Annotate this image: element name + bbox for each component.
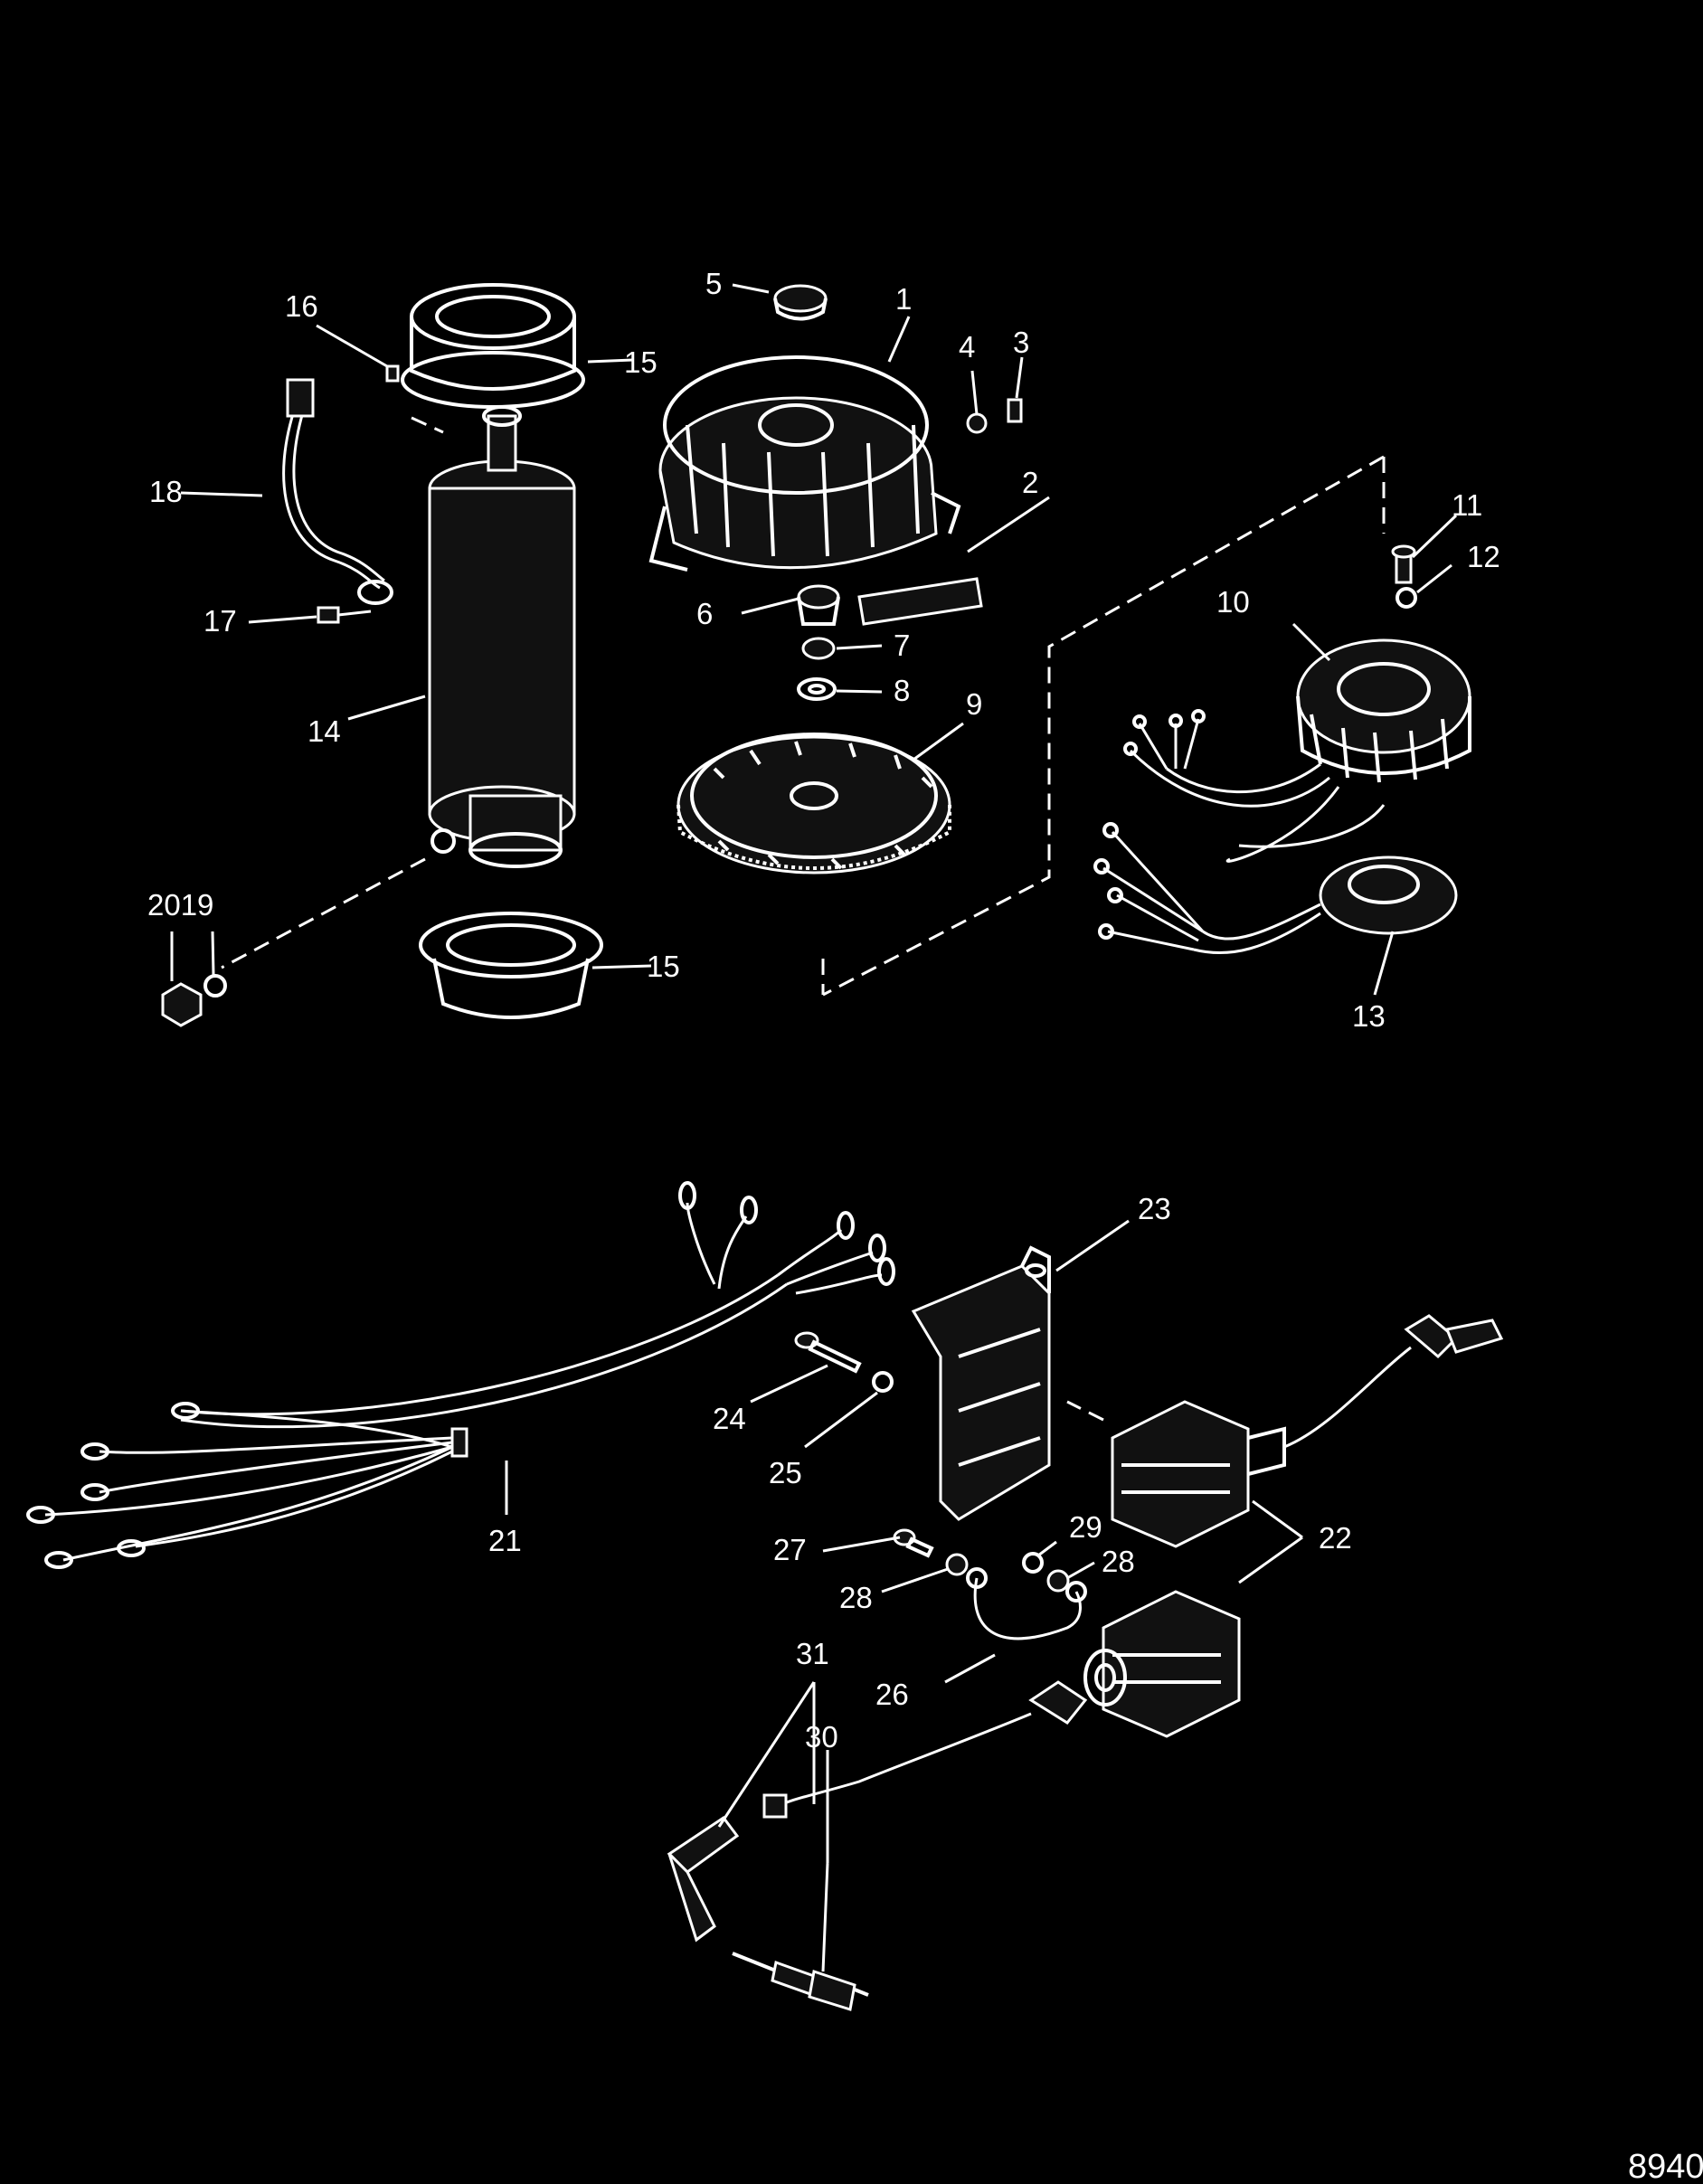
trigger: [1093, 822, 1458, 955]
flywheel-cover: [648, 355, 961, 572]
stator: [1123, 638, 1471, 863]
callout-numbers: 1 2 3 4 5 6 7 8 9 10 11 12 13 14 15 15 1…: [147, 267, 1703, 2184]
callout-13: 13: [1352, 999, 1386, 1033]
starter-cable: [282, 378, 393, 605]
spark-plug-boot: [667, 1815, 740, 1943]
callout-4: 4: [959, 330, 975, 364]
callout-17: 17: [203, 604, 237, 638]
figure-number: 8940: [1628, 2148, 1703, 2184]
callout-29: 29: [1069, 1510, 1102, 1544]
callout-11: 11: [1452, 488, 1482, 522]
nut-7: [801, 637, 836, 660]
washer-29: [1022, 1552, 1044, 1574]
spark-plug: [732, 1952, 869, 2011]
callout-7: 7: [894, 629, 910, 662]
ground-strap-26: [966, 1567, 1087, 1640]
callout-12: 12: [1467, 540, 1500, 573]
callout-14: 14: [307, 714, 341, 748]
washer-4: [966, 412, 988, 434]
wire-harness: [26, 1181, 895, 1569]
bolt-24: [794, 1331, 862, 1374]
screw-27: [893, 1528, 934, 1558]
coil-bracket: [911, 1245, 1051, 1521]
callout-6: 6: [696, 597, 713, 630]
assembly-lines: [221, 416, 1386, 1422]
flywheel: [676, 733, 951, 875]
washer-8: [797, 677, 837, 701]
callout-31: 31: [796, 1637, 829, 1670]
callout-27: 27: [773, 1533, 807, 1566]
callout-1: 1: [895, 282, 912, 316]
callout-23: 23: [1138, 1192, 1171, 1225]
callout-22: 22: [1319, 1521, 1352, 1555]
callout-30: 30: [805, 1720, 838, 1754]
callout-15-bottom: 15: [647, 950, 680, 983]
decal-2: [857, 577, 983, 626]
starter-boot-bottom: [419, 912, 603, 1019]
callout-24: 24: [713, 1402, 746, 1435]
screw-11: [1391, 544, 1416, 584]
callout-28-right: 28: [1102, 1545, 1135, 1578]
callout-28-left: 28: [839, 1581, 873, 1614]
plug-6: [797, 584, 840, 626]
callout-8: 8: [894, 674, 910, 707]
callout-16: 16: [285, 289, 318, 323]
callout-15-top: 15: [624, 345, 658, 379]
callout-2019: 2019: [147, 888, 213, 922]
callout-3: 3: [1013, 326, 1029, 359]
washer-25: [872, 1371, 894, 1393]
screw-3: [1007, 398, 1023, 423]
starter-boot-top: [401, 283, 585, 409]
callout-18: 18: [149, 475, 183, 508]
callout-2: 2: [1022, 466, 1038, 499]
nut-28b: [1046, 1569, 1070, 1593]
nut-28a: [945, 1553, 969, 1576]
washer-19: [203, 974, 227, 997]
washer-12: [1396, 587, 1417, 609]
ignition-coil-upper: [1111, 1314, 1504, 1548]
cap-5: [773, 284, 828, 321]
callout-9: 9: [966, 687, 982, 721]
callout-5: 5: [705, 267, 722, 300]
starter-motor: [428, 405, 576, 868]
ignition-coil-lower: [762, 1590, 1241, 1819]
callout-21: 21: [488, 1524, 522, 1557]
leader-lines: [170, 283, 1458, 1972]
callout-25: 25: [769, 1456, 802, 1489]
callout-26: 26: [875, 1678, 909, 1711]
callout-10: 10: [1216, 585, 1250, 619]
clip-16: [385, 364, 400, 383]
bolt-17: [317, 606, 372, 624]
nut-20: [161, 982, 203, 1027]
